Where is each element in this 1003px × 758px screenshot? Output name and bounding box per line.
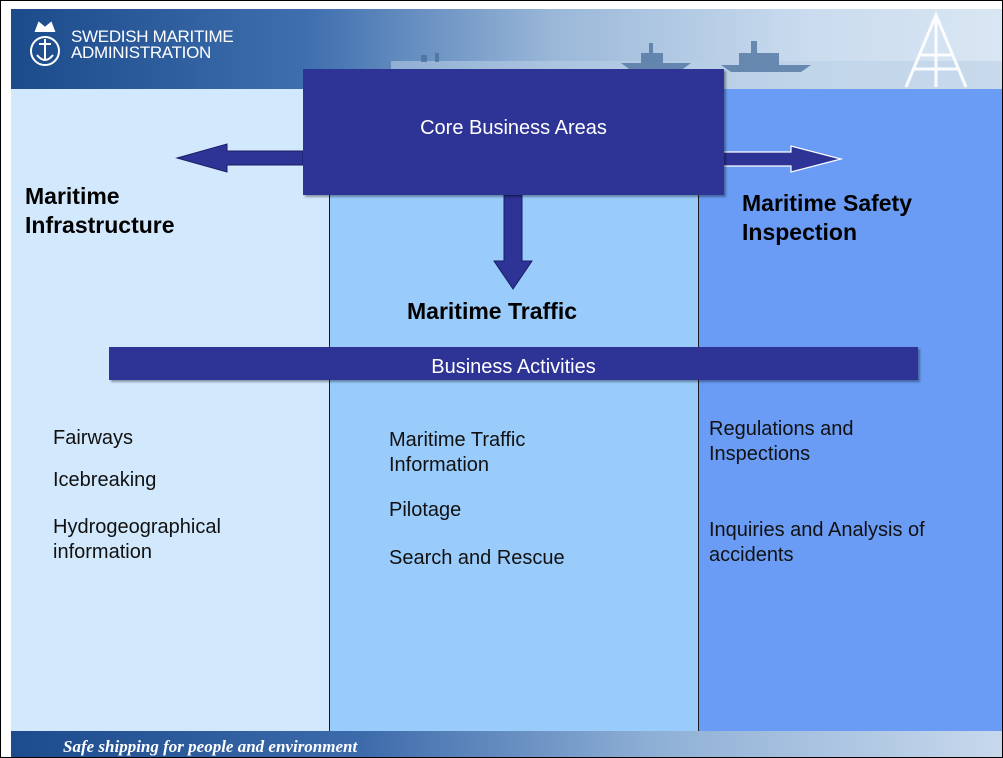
business-activities-label: Business Activities [431,356,596,378]
business-activities-bar [109,347,918,380]
core-business-areas-box [303,69,724,195]
list-item: Search and Rescue [389,547,565,569]
core-business-areas-label: Core Business Areas [420,117,607,139]
list-item: Fairways [53,427,134,449]
arrow-left [175,143,304,173]
anchor-crown-emblem-icon [30,21,60,66]
organization-name: SWEDISH MARITIME ADMINISTRATION [71,27,234,62]
list-item: Hydrogeographical information [53,516,221,563]
arrow-down [493,194,533,290]
area-title-infrastructure: Maritime Infrastructure [25,183,175,238]
list-item: Regulations and Inspections [709,418,854,465]
area-title-safety: Maritime Safety Inspection [742,190,913,245]
footer-tagline: Safe shipping for people and environment [63,737,358,756]
arrow-right [706,145,844,173]
list-item: Icebreaking [53,469,157,491]
footer-banner [11,731,1002,757]
area-title-traffic: Maritime Traffic [407,298,577,324]
safety-inspection-column [699,89,1002,731]
infrastructure-column [11,89,329,731]
list-item: Inquiries and Analysis of accidents [709,519,925,566]
list-item: Pilotage [389,499,462,521]
list-item: Maritime Traffic Information [389,429,526,476]
